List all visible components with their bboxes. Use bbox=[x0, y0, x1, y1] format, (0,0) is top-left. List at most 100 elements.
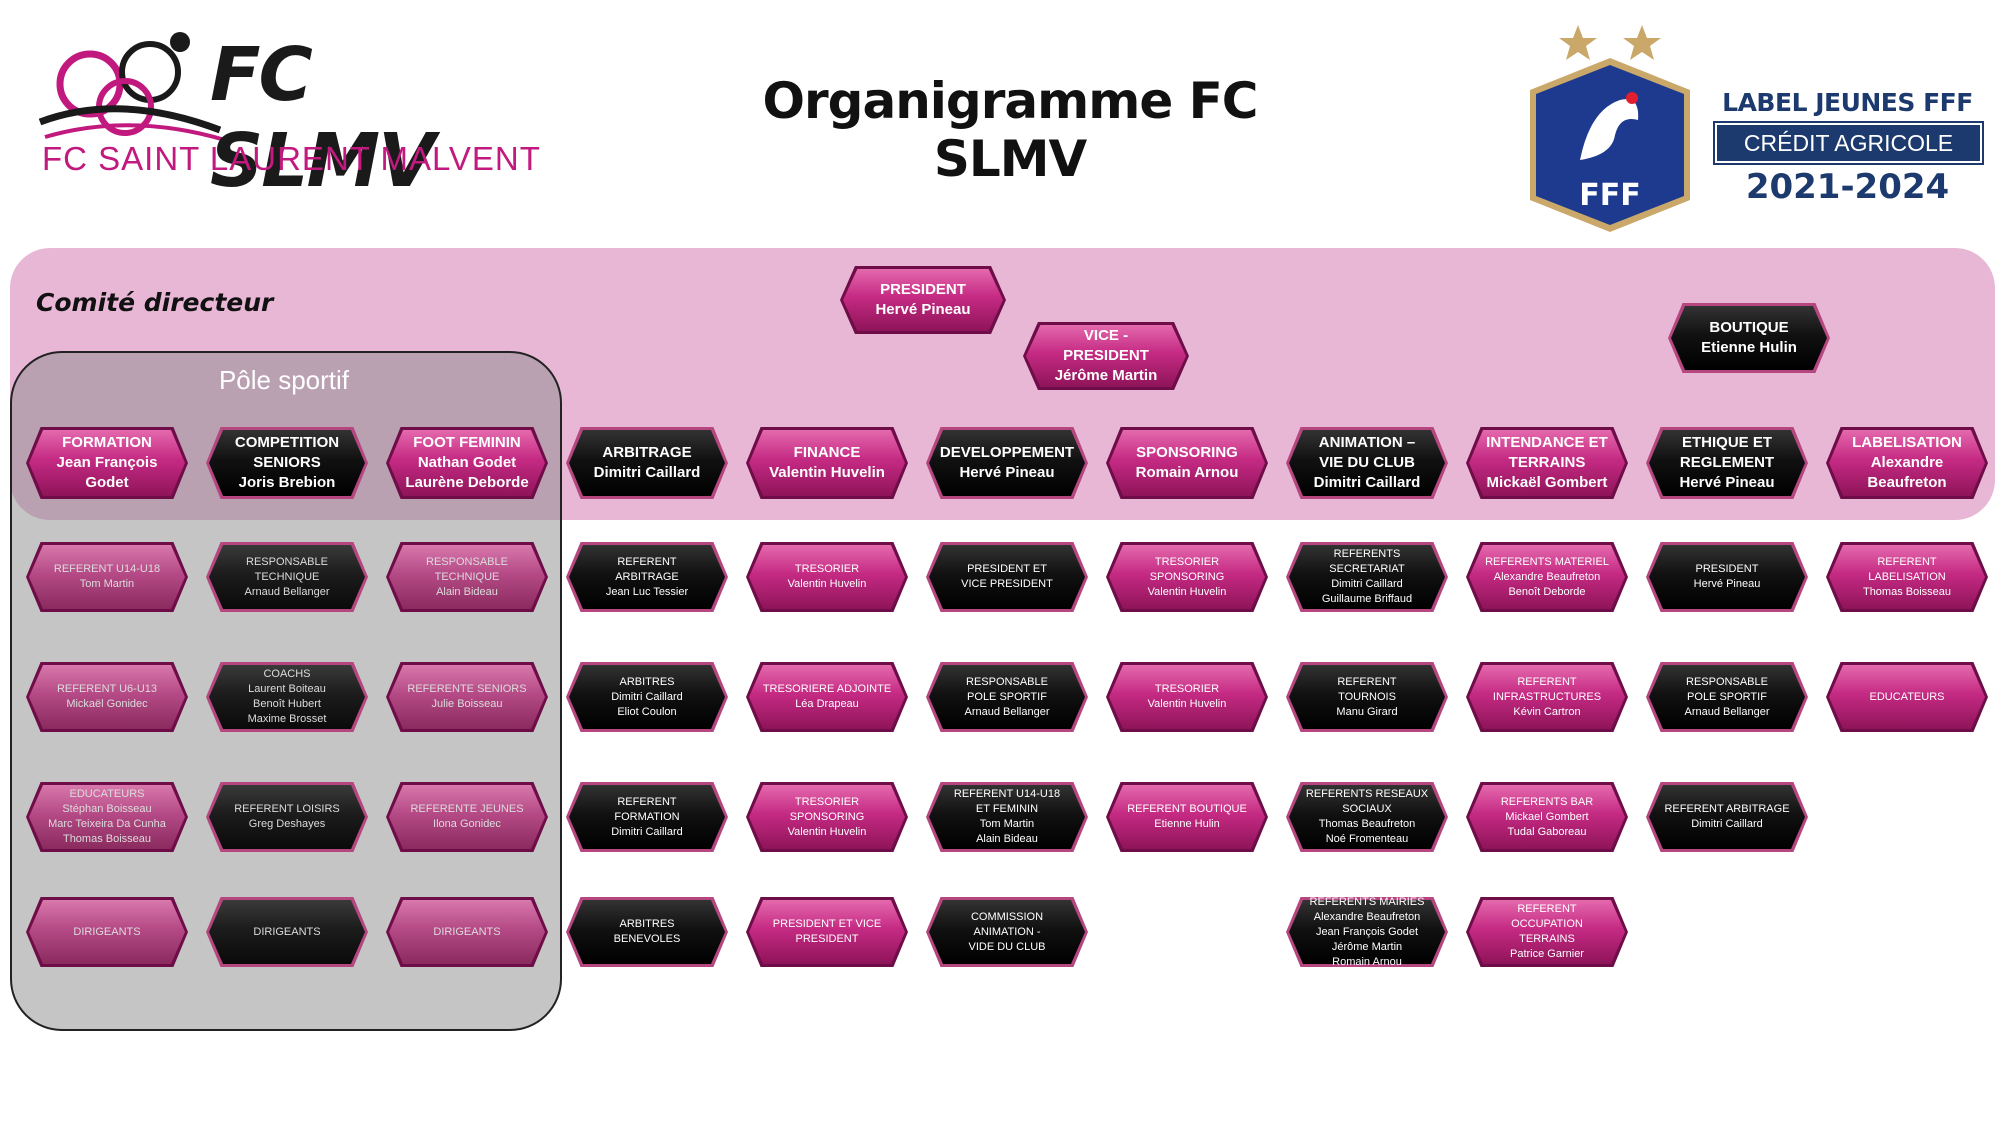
role-box[interactable]: REFERENTS RESEAUX SOCIAUX Thomas Beaufre… bbox=[1286, 782, 1448, 852]
column-header-box[interactable]: INTENDANCE ET TERRAINS Mickaël Gombert bbox=[1466, 427, 1628, 499]
role-text: RESPONSABLE POLE SPORTIF Arnaud Bellange… bbox=[1684, 675, 1770, 718]
role-box[interactable]: REFERENT INFRASTRUCTURES Kévin Cartron bbox=[1466, 662, 1628, 732]
role-box[interactable]: PRESIDENT ET VICE PRESIDENT bbox=[926, 542, 1088, 612]
role-text: TRESORIERE ADJOINTE Léa Drapeau bbox=[762, 683, 892, 710]
role-box[interactable]: DIRIGEANTS bbox=[386, 897, 548, 967]
role-text: PRESIDENT Hervé Pineau bbox=[1693, 563, 1761, 590]
column-header-text: ARBITRAGE Dimitri Caillard bbox=[593, 444, 701, 481]
role-box[interactable]: EDUCATEURS Stéphan Boisseau Marc Teixeir… bbox=[26, 782, 188, 852]
role-text: DIRIGEANTS bbox=[73, 925, 141, 938]
role-box[interactable]: REFERENTS BAR Mickael Gombert Tudal Gabo… bbox=[1466, 782, 1628, 852]
column-header-box[interactable]: ARBITRAGE Dimitri Caillard bbox=[566, 427, 728, 499]
column-header-box[interactable]: SPONSORING Romain Arnou bbox=[1106, 427, 1268, 499]
role-text: REFERENT U14-U18 ET FEMININ Tom Martin A… bbox=[953, 788, 1061, 845]
column-header-box[interactable]: FINANCE Valentin Huvelin bbox=[746, 427, 908, 499]
role-box[interactable]: REFERENT TOURNOIS Manu Girard bbox=[1286, 662, 1448, 732]
column-header-box[interactable]: FORMATION Jean François Godet bbox=[26, 427, 188, 499]
role-box[interactable]: DIRIGEANTS bbox=[206, 897, 368, 967]
label-years: 2021-2024 bbox=[1745, 167, 1950, 207]
role-box[interactable]: ARBITRES Dimitri Caillard Eliot Coulon bbox=[566, 662, 728, 732]
role-text: REFERENT ARBITRAGE Dimitri Caillard bbox=[1664, 803, 1790, 830]
role-box[interactable]: REFERENTS MAIRIES Alexandre Beaufreton J… bbox=[1286, 897, 1448, 967]
role-text: DIRIGEANTS bbox=[253, 925, 321, 938]
role-box[interactable]: REFERENTE JEUNES Ilona Gonidec bbox=[386, 782, 548, 852]
column-header-box[interactable]: LABELISATION Alexandre Beaufreton bbox=[1826, 427, 1988, 499]
role-box[interactable]: REFERENT LOISIRS Greg Deshayes bbox=[206, 782, 368, 852]
president-box[interactable]: PRESIDENT Hervé Pineau bbox=[840, 266, 1006, 334]
cyclist-logo-icon bbox=[38, 32, 226, 142]
role-box[interactable]: RESPONSABLE TECHNIQUE Alain Bideau bbox=[386, 542, 548, 612]
role-box[interactable]: PRESIDENT ET VICE PRESIDENT bbox=[746, 897, 908, 967]
role-box[interactable]: RESPONSABLE POLE SPORTIF Arnaud Bellange… bbox=[926, 662, 1088, 732]
column-header-text: INTENDANCE ET TERRAINS Mickaël Gombert bbox=[1486, 434, 1608, 491]
role-box[interactable]: COMMISSION ANIMATION - VIDE DU CLUB bbox=[926, 897, 1088, 967]
role-text: ARBITRES BENEVOLES bbox=[613, 918, 681, 945]
role-box[interactable]: REFERENT U14-U18 Tom Martin bbox=[26, 542, 188, 612]
club-logo: FC SLMV FC SAINT LAURENT MALVENT bbox=[30, 12, 540, 204]
role-box[interactable]: REFERENT ARBITRAGE Dimitri Caillard bbox=[1646, 782, 1808, 852]
role-box[interactable]: REFERENTS MATERIEL Alexandre Beaufreton … bbox=[1466, 542, 1628, 612]
column-header-box[interactable]: ETHIQUE ET REGLEMENT Hervé Pineau bbox=[1646, 427, 1808, 499]
role-box[interactable]: TRESORIER Valentin Huvelin bbox=[746, 542, 908, 612]
column-header-box[interactable]: FOOT FEMININ Nathan Godet Laurène Debord… bbox=[386, 427, 548, 499]
role-box[interactable]: TRESORIERE ADJOINTE Léa Drapeau bbox=[746, 662, 908, 732]
role-box[interactable]: TRESORIER Valentin Huvelin bbox=[1106, 662, 1268, 732]
role-text: REFERENTS SECRETARIAT Dimitri Caillard G… bbox=[1321, 548, 1413, 605]
role-box[interactable]: REFERENT FORMATION Dimitri Caillard bbox=[566, 782, 728, 852]
role-box[interactable]: ARBITRES BENEVOLES bbox=[566, 897, 728, 967]
role-text: REFERENT FORMATION Dimitri Caillard bbox=[611, 795, 683, 838]
role-text: TRESORIER SPONSORING Valentin Huvelin bbox=[1147, 555, 1227, 598]
role-box[interactable]: TRESORIER SPONSORING Valentin Huvelin bbox=[1106, 542, 1268, 612]
role-text: RESPONSABLE TECHNIQUE Arnaud Bellanger bbox=[244, 555, 330, 598]
pole-sportif-label: Pôle sportif bbox=[218, 365, 350, 395]
role-box[interactable]: REFERENT U6-U13 Mickaël Gonidec bbox=[26, 662, 188, 732]
role-text: RESPONSABLE TECHNIQUE Alain Bideau bbox=[426, 555, 508, 598]
role-box[interactable]: EDUCATEURS bbox=[1826, 662, 1988, 732]
role-box[interactable]: TRESORIER SPONSORING Valentin Huvelin bbox=[746, 782, 908, 852]
role-box[interactable]: REFERENT ARBITRAGE Jean Luc Tessier bbox=[566, 542, 728, 612]
column-header-box[interactable]: DEVELOPPEMENT Hervé Pineau bbox=[926, 427, 1088, 499]
role-box[interactable]: REFERENT OCCUPATION TERRAINS Patrice Gar… bbox=[1466, 897, 1628, 967]
role-text: REFERENT ARBITRAGE Jean Luc Tessier bbox=[605, 555, 689, 598]
column-header-text: FINANCE Valentin Huvelin bbox=[769, 444, 885, 481]
role-text: REFERENT LOISIRS Greg Deshayes bbox=[234, 803, 340, 830]
role-box[interactable]: REFERENT LABELISATION Thomas Boisseau bbox=[1826, 542, 1988, 612]
label-title: LABEL JEUNES FFF bbox=[1722, 88, 1973, 117]
comite-label: Comité directeur bbox=[36, 288, 274, 317]
column-header-text: COMPETITION SENIORS Joris Brebion bbox=[234, 434, 340, 491]
label-bank: CRÉDIT AGRICOLE bbox=[1713, 121, 1984, 165]
role-box[interactable]: RESPONSABLE POLE SPORTIF Arnaud Bellange… bbox=[1646, 662, 1808, 732]
role-text: TRESORIER SPONSORING Valentin Huvelin bbox=[787, 795, 867, 838]
role-box[interactable]: PRESIDENT Hervé Pineau bbox=[1646, 542, 1808, 612]
role-text: REFERENTE JEUNES Ilona Gonidec bbox=[410, 803, 524, 830]
column-header-text: LABELISATION Alexandre Beaufreton bbox=[1852, 434, 1962, 491]
column-header-box[interactable]: COMPETITION SENIORS Joris Brebion bbox=[206, 427, 368, 499]
role-text: REFERENTS MAIRIES Alexandre Beaufreton J… bbox=[1309, 895, 1425, 968]
role-box[interactable]: REFERENTS SECRETARIAT Dimitri Caillard G… bbox=[1286, 542, 1448, 612]
role-box[interactable]: REFERENT U14-U18 ET FEMININ Tom Martin A… bbox=[926, 782, 1088, 852]
page-title: Organigramme FC SLMV bbox=[762, 72, 1259, 188]
role-text: PRESIDENT ET VICE PRESIDENT bbox=[961, 563, 1053, 590]
boutique-box[interactable]: BOUTIQUE Etienne Hulin bbox=[1668, 303, 1830, 373]
role-text: REFERENT INFRASTRUCTURES Kévin Cartron bbox=[1492, 675, 1602, 718]
role-text: TRESORIER Valentin Huvelin bbox=[787, 563, 867, 590]
column-header-text: FOOT FEMININ Nathan Godet Laurène Debord… bbox=[405, 434, 529, 491]
role-box[interactable]: REFERENTE SENIORS Julie Boisseau bbox=[386, 662, 548, 732]
role-box[interactable]: REFERENT BOUTIQUE Etienne Hulin bbox=[1106, 782, 1268, 852]
role-box[interactable]: DIRIGEANTS bbox=[26, 897, 188, 967]
role-text: REFERENTS RESEAUX SOCIAUX Thomas Beaufre… bbox=[1305, 788, 1429, 845]
logo-main-text: FC SLMV bbox=[210, 32, 435, 204]
column-header-box[interactable]: ANIMATION – VIE DU CLUB Dimitri Caillard bbox=[1286, 427, 1448, 499]
role-text: COMMISSION ANIMATION - VIDE DU CLUB bbox=[968, 910, 1046, 953]
role-text: EDUCATEURS Stéphan Boisseau Marc Teixeir… bbox=[48, 788, 166, 845]
role-text: EDUCATEURS bbox=[1869, 690, 1945, 703]
column-header-text: FORMATION Jean François Godet bbox=[56, 434, 158, 491]
role-text: REFERENTE SENIORS Julie Boisseau bbox=[407, 683, 527, 710]
role-box[interactable]: COACHS Laurent Boiteau Benoît Hubert Max… bbox=[206, 662, 368, 732]
vice-president-box[interactable]: VICE - PRESIDENT Jérôme Martin bbox=[1023, 322, 1189, 390]
role-box[interactable]: RESPONSABLE TECHNIQUE Arnaud Bellanger bbox=[206, 542, 368, 612]
vice-president-text: VICE - PRESIDENT Jérôme Martin bbox=[1054, 327, 1158, 384]
role-text: REFERENT U6-U13 Mickaël Gonidec bbox=[56, 683, 158, 710]
logo-sub-text: FC SAINT LAURENT MALVENT bbox=[42, 140, 541, 177]
role-text: TRESORIER Valentin Huvelin bbox=[1147, 683, 1227, 710]
